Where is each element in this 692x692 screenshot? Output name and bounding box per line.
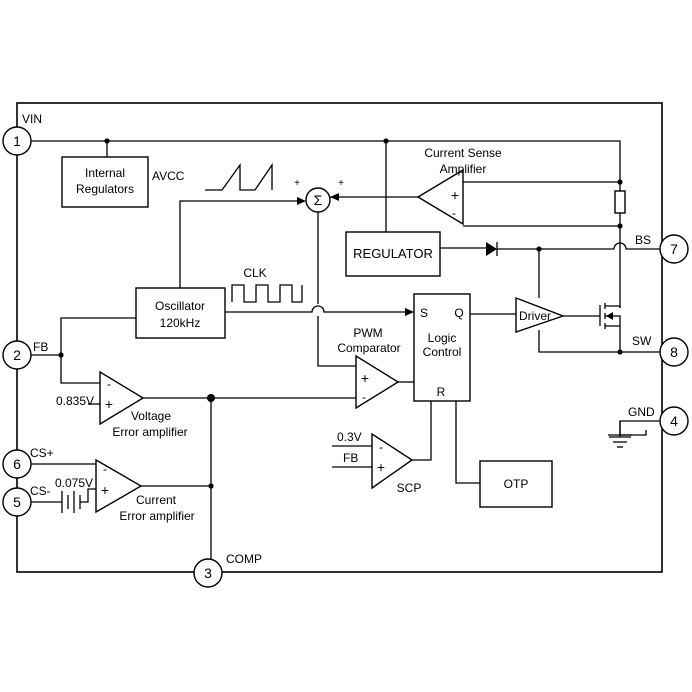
pin-vin-number: 1	[13, 133, 21, 149]
scp-fb: FB	[343, 451, 358, 465]
scp-reference: 0.3V	[337, 430, 362, 444]
sum-plus-left: +	[294, 178, 300, 189]
regulator-label: REGULATOR	[353, 246, 433, 261]
pin-fb-number: 2	[13, 347, 21, 363]
junction-dots	[58, 138, 623, 489]
pwm-minus: -	[362, 390, 366, 404]
pwm-line2: Comparator	[337, 341, 400, 355]
logic-line1: Logic	[428, 331, 457, 345]
sum-plus-right: +	[338, 178, 344, 189]
ground-icon	[609, 421, 631, 448]
driver-label: Driver	[519, 309, 551, 323]
pin-vin-label: VIN	[22, 112, 42, 126]
pin-bs-label: BS	[635, 233, 651, 247]
current-sense-amplifier: + - Current Sense Amplifier	[416, 146, 502, 226]
cea-plus: +	[101, 482, 109, 498]
pin-bs: 7 BS	[635, 233, 689, 264]
logic-line2: Control	[423, 345, 462, 359]
summing-junction: Σ + +	[294, 178, 344, 213]
pin-gnd-label: GND	[628, 405, 655, 419]
scp-minus: -	[379, 440, 383, 454]
pin-sw-label: SW	[632, 334, 652, 348]
driver-block: Driver	[515, 296, 566, 333]
current-error-amplifier: - + 0.075V Current Error amplifier	[55, 458, 195, 523]
cs-amp-plus: +	[451, 187, 459, 203]
avcc-label: AVCC	[152, 169, 185, 183]
internal-regulators-line1: Internal	[85, 166, 125, 180]
clk-label: CLK	[243, 266, 266, 280]
pin-csm: 5 CS-	[2, 484, 51, 517]
scp-label: SCP	[397, 481, 422, 495]
pwm-plus: +	[361, 370, 369, 386]
oscillator-line2: 120kHz	[160, 316, 201, 330]
clk-waveform	[231, 284, 303, 303]
logic-r: R	[437, 385, 446, 399]
scp-plus: +	[377, 459, 385, 475]
logic-control-block: S Q Logic Control R	[413, 293, 471, 402]
pin-csp-label: CS+	[30, 446, 54, 460]
otp-block: OTP	[479, 460, 553, 508]
logic-q: Q	[454, 306, 463, 320]
pin-bs-number: 7	[670, 241, 678, 257]
vea-line1: Voltage	[131, 409, 171, 423]
voltage-error-amplifier: - + 0.835V Voltage Error amplifier	[56, 370, 188, 439]
pin-sw-number: 8	[670, 344, 678, 360]
logic-s: S	[420, 306, 428, 320]
pin-comp-number: 3	[204, 565, 212, 581]
wires	[31, 140, 660, 560]
otp-label: OTP	[504, 477, 529, 491]
oscillator-line1: Oscillator	[155, 299, 205, 313]
pin-fb: 2 FB	[2, 340, 48, 370]
chip-outline	[16, 102, 663, 573]
cea-line2: Error amplifier	[119, 509, 194, 523]
sense-resistor	[614, 190, 626, 214]
pin-fb-label: FB	[33, 340, 48, 354]
pin-gnd-number: 4	[670, 413, 678, 429]
vea-minus: -	[107, 377, 111, 391]
pin-comp: 3 COMP	[193, 552, 262, 588]
cea-reference: 0.075V	[55, 476, 93, 490]
oscillator-block: Oscillator 120kHz	[135, 287, 226, 339]
sawtooth-waveform	[205, 162, 273, 191]
cs-amp-line2: Amplifier	[440, 162, 487, 176]
pin-csm-number: 5	[13, 494, 21, 510]
pwm-line1: PWM	[353, 326, 382, 340]
regulator-block: REGULATOR	[345, 231, 441, 277]
pwm-comparator: + - PWM Comparator	[337, 326, 401, 410]
vea-plus: +	[105, 396, 113, 412]
pin-vin: 1 VIN	[2, 112, 42, 156]
cea-line1: Current	[136, 493, 177, 507]
cea-minus: -	[103, 462, 107, 476]
cs-amp-minus: -	[452, 206, 456, 220]
pin-csm-label: CS-	[30, 484, 51, 498]
vea-line2: Error amplifier	[112, 425, 187, 439]
internal-regulators-line2: Regulators	[76, 182, 134, 196]
cs-amp-line1: Current Sense	[424, 146, 502, 160]
pin-csp: 6 CS+	[2, 446, 54, 479]
pin-gnd: 4 GND	[628, 405, 689, 436]
mosfet-switch	[599, 303, 621, 329]
pin-csp-number: 6	[13, 456, 21, 472]
vea-reference: 0.835V	[56, 394, 94, 408]
sum-symbol: Σ	[314, 192, 323, 208]
pin-comp-label: COMP	[226, 552, 262, 566]
internal-regulators-block: Internal Regulators	[61, 156, 149, 208]
pin-sw: 8 SW	[632, 334, 689, 367]
scp-comparator: - + 0.3V FB SCP	[337, 430, 421, 495]
